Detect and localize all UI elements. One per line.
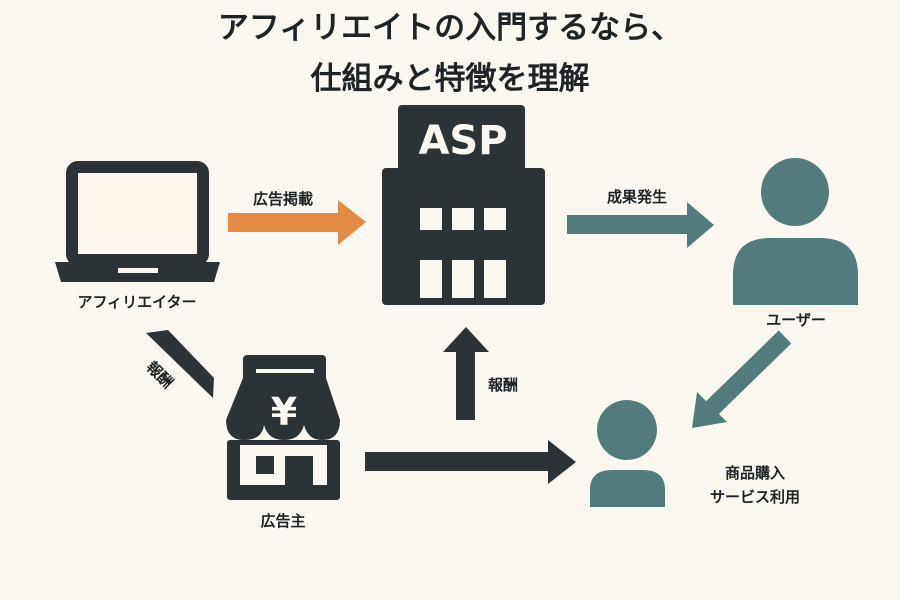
customer-icon xyxy=(590,400,665,507)
reward-up-label: 報酬 xyxy=(487,376,519,394)
purchase-label-1: 商品購入 xyxy=(724,464,786,482)
title-line2: 仕組みと特徴を理解 xyxy=(310,61,590,97)
shop-icon: ¥ xyxy=(226,355,340,500)
reward-up-arrow xyxy=(443,327,489,420)
laptop-icon xyxy=(55,161,220,282)
reward-diag-arrow xyxy=(146,330,214,398)
ad-placement-label: 広告掲載 xyxy=(252,190,314,208)
user-label: ユーザー xyxy=(766,311,826,329)
asp-building-icon xyxy=(382,105,545,305)
title-line1: アフィリエイトの入門するなら、 xyxy=(217,10,683,46)
advertiser-label: 広告主 xyxy=(260,512,306,530)
purchase-label-2: サービス利用 xyxy=(709,488,801,506)
user-icon xyxy=(733,158,858,305)
purchase-arrow xyxy=(692,330,792,428)
yen-symbol: ¥ xyxy=(271,390,297,434)
asp-label: ASP xyxy=(418,118,508,164)
purchase-flow-arrow xyxy=(365,440,576,484)
affiliator-label: アフィリエイター xyxy=(77,293,197,311)
ad-placement-arrow xyxy=(228,200,366,245)
conversion-label: 成果発生 xyxy=(606,188,668,206)
conversion-arrow xyxy=(567,202,714,248)
